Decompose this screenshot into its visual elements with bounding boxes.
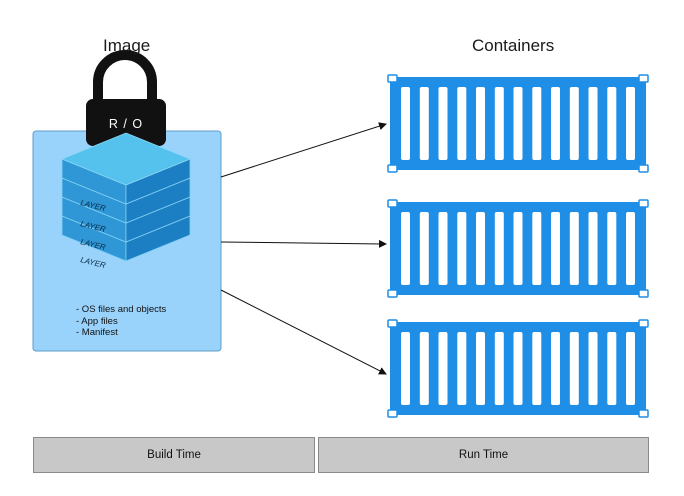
container-slot bbox=[438, 87, 448, 160]
container-slot bbox=[476, 87, 485, 160]
container-icon bbox=[387, 74, 649, 173]
container-corner bbox=[387, 164, 398, 173]
image-contents-item: - OS files and objects bbox=[76, 304, 167, 315]
container-slot bbox=[607, 332, 617, 405]
container-slot bbox=[457, 212, 467, 285]
container-slot bbox=[551, 212, 560, 285]
container-corner bbox=[387, 409, 398, 418]
image-contents-item: - App files bbox=[76, 315, 118, 327]
arrow-to-container-2 bbox=[220, 239, 387, 248]
container-corner bbox=[638, 74, 649, 83]
layer-top bbox=[60, 132, 192, 186]
container-slot bbox=[551, 332, 560, 405]
run-time-label: Run Time bbox=[458, 449, 509, 461]
container-icon bbox=[387, 199, 649, 298]
container-slot bbox=[532, 332, 542, 405]
arrow-to-container-3 bbox=[220, 289, 387, 375]
lock-icon: R / O bbox=[86, 50, 166, 146]
container-corner bbox=[638, 164, 649, 173]
build-time-bar: Build Time bbox=[33, 437, 315, 473]
build-time-label: Build Time bbox=[147, 449, 201, 461]
image-contents-list: - OS files and objects - App files - Man… bbox=[76, 304, 166, 339]
container-slot bbox=[401, 332, 410, 405]
container-slot bbox=[438, 332, 448, 405]
container-slot bbox=[626, 87, 635, 160]
container-slot bbox=[607, 212, 617, 285]
container-slot bbox=[476, 212, 485, 285]
container-slot bbox=[532, 212, 542, 285]
arrow-to-container-1 bbox=[220, 122, 387, 178]
container-slot bbox=[569, 212, 579, 285]
container-slot bbox=[513, 332, 523, 405]
container-slot bbox=[551, 87, 560, 160]
lock-label: R / O bbox=[109, 117, 143, 131]
container-slot bbox=[419, 332, 429, 405]
container-corner bbox=[638, 199, 649, 208]
container-corner bbox=[638, 319, 649, 328]
container-slot bbox=[513, 87, 523, 160]
container-slot bbox=[626, 212, 635, 285]
container-slot bbox=[419, 87, 429, 160]
container-slot bbox=[588, 212, 598, 285]
image-contents-item: - Manifest bbox=[76, 327, 118, 338]
container-slot bbox=[401, 212, 410, 285]
container-corner bbox=[387, 199, 398, 208]
container-slot bbox=[457, 87, 467, 160]
container-slot bbox=[569, 332, 579, 405]
container-slot bbox=[494, 87, 504, 160]
container-icon bbox=[387, 319, 649, 418]
container-slot bbox=[607, 87, 617, 160]
image-title: Image bbox=[103, 36, 151, 55]
container-corner bbox=[638, 289, 649, 298]
container-slot bbox=[419, 212, 429, 285]
containers-title: Containers bbox=[472, 36, 555, 55]
container-slot bbox=[588, 87, 598, 160]
container-slot bbox=[401, 87, 410, 160]
container-slot bbox=[494, 212, 504, 285]
container-slot bbox=[626, 332, 635, 405]
run-time-bar: Run Time bbox=[318, 437, 649, 473]
container-slot bbox=[588, 332, 598, 405]
container-slot bbox=[532, 87, 542, 160]
container-slot bbox=[457, 332, 467, 405]
container-corner bbox=[387, 289, 398, 298]
container-corner bbox=[387, 74, 398, 83]
container-corner bbox=[387, 319, 398, 328]
container-slot bbox=[476, 332, 485, 405]
container-slot bbox=[569, 87, 579, 160]
container-slot bbox=[438, 212, 448, 285]
container-slot bbox=[513, 212, 523, 285]
container-corner bbox=[638, 409, 649, 418]
container-slot bbox=[494, 332, 504, 405]
